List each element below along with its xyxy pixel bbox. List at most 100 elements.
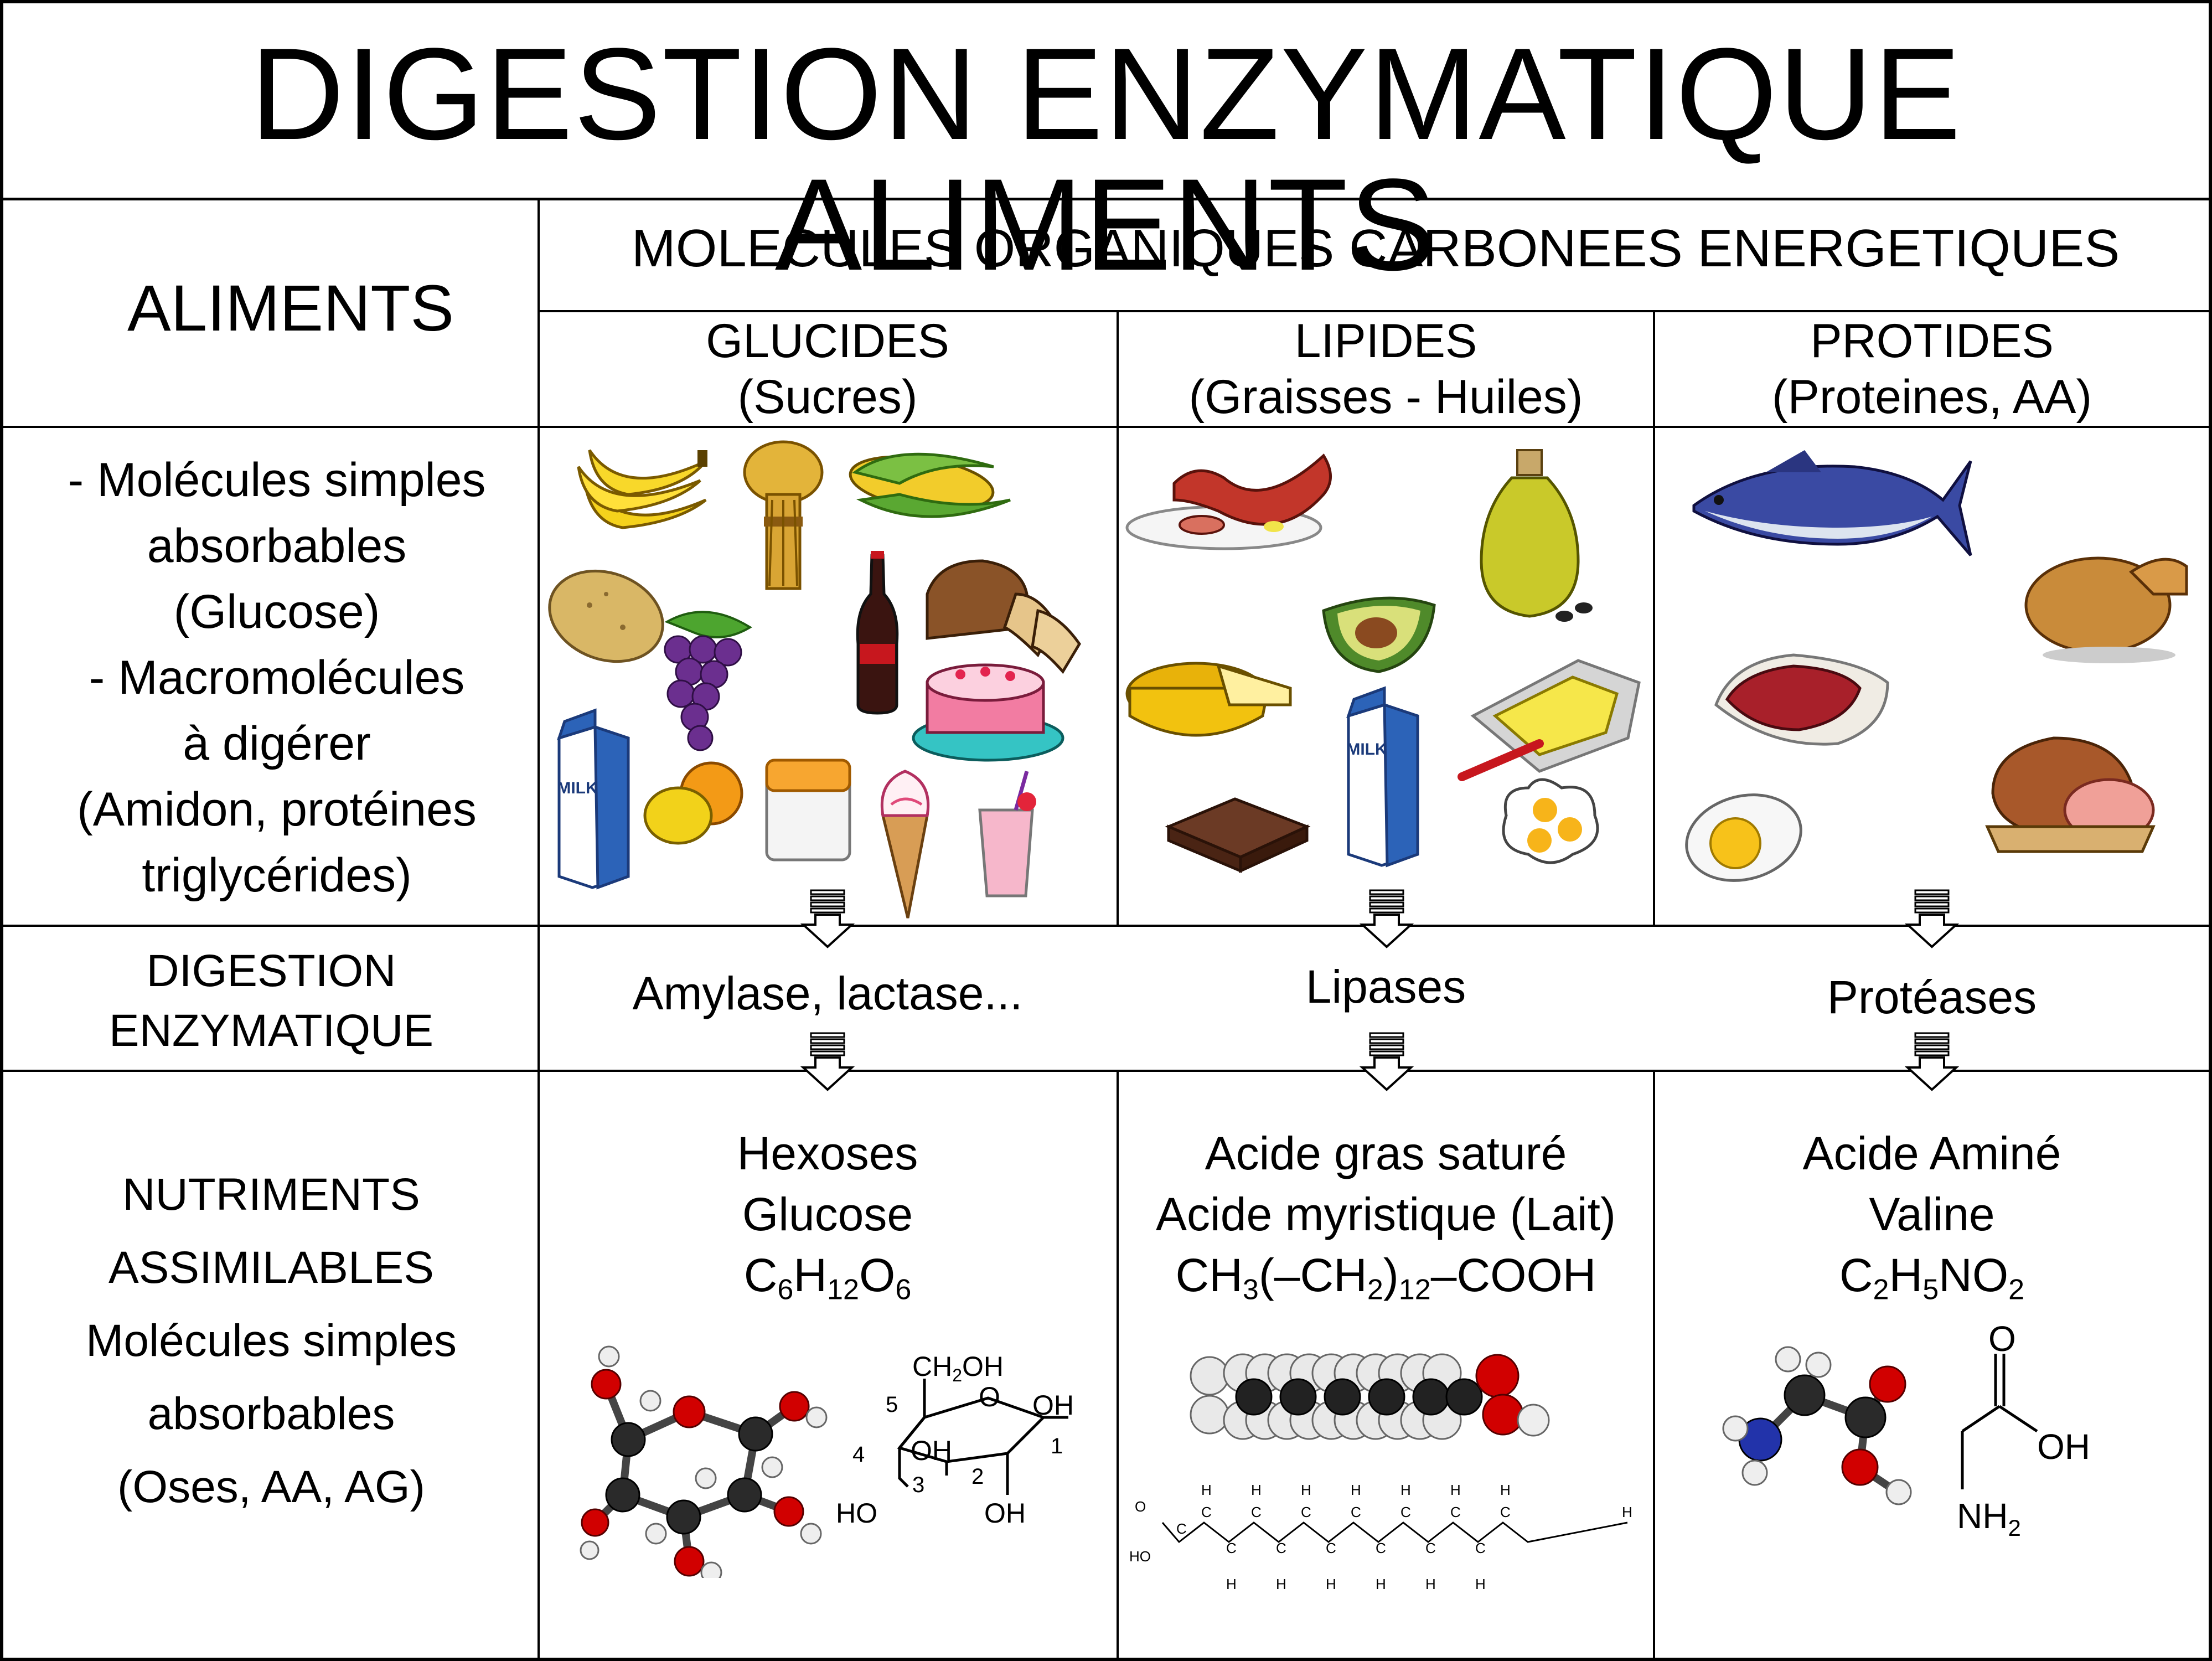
lipides-name: LIPIDES [1294, 314, 1477, 368]
foods-line-1: - Molécules simples [68, 453, 486, 507]
fa-c1: C [1176, 1520, 1187, 1537]
fa-c8: C [1351, 1504, 1361, 1520]
glucides-milk-label: MILK [557, 779, 598, 797]
glucose-oh-4: OH [911, 1435, 952, 1466]
column-header-lipides: LIPIDES (Graisses - Huiles) [1119, 313, 1653, 426]
fa-ho: HO [1129, 1548, 1151, 1565]
lipides-milk-carton-image: MILK [1346, 686, 1419, 868]
fa-c3: C [1226, 1540, 1237, 1556]
milkshake-image [978, 771, 1036, 897]
fa-h-end: H [1622, 1504, 1632, 1520]
fa-c11: C [1425, 1540, 1436, 1556]
glucides-formula: C6H12O6 [743, 1249, 912, 1306]
milk-carton-image: MILK [557, 708, 630, 890]
glucose-ball-model [580, 1345, 828, 1578]
fa-c9: C [1376, 1540, 1386, 1556]
glucose-ring-o: O [979, 1381, 1000, 1412]
nutrients-line-1: NUTRIMENTS [122, 1169, 420, 1220]
protides-sub: (Proteines, AA) [1771, 370, 2092, 424]
bread-image [926, 559, 1081, 674]
corn-image [849, 452, 1011, 518]
cake-image [912, 663, 1064, 762]
glucides-nutrient-line-1: Hexoses [737, 1127, 918, 1179]
border-right [2209, 0, 2212, 1661]
page-title: DIGESTION ENZYMATIQUE ALIMENTS [250, 21, 1962, 298]
fa-c5: C [1276, 1540, 1286, 1556]
divider-col-glucides-lower [1117, 1070, 1119, 1659]
boiled-egg-image [1685, 793, 1802, 882]
amino-o: O [1988, 1323, 2016, 1359]
divider-col-glucides-upper [1117, 310, 1119, 926]
cola-bottle-image [856, 551, 899, 715]
fa-h-bot-6: H [1475, 1576, 1486, 1592]
amino-acid-structure: O OH NH2 [1960, 1323, 2090, 1541]
fa-c10: C [1400, 1504, 1411, 1520]
fa-c4: C [1251, 1504, 1262, 1520]
nutrients-row-label: NUTRIMENTS ASSIMILABLES Molécules simple… [6, 1158, 537, 1524]
glucose-n1: 1 [1051, 1434, 1063, 1458]
fa-h-top-5: H [1400, 1482, 1411, 1498]
roast-chicken-image [2024, 556, 2188, 663]
divider-header [0, 426, 2212, 428]
amino-acid-ball-model [1722, 1346, 1912, 1505]
sugar-jar-image [765, 759, 851, 862]
glucose-structure: CH2OH O OH OH HO OH 5 4 3 2 1 [836, 1351, 1074, 1529]
divider-col-aliments [538, 198, 540, 1659]
column-header-glucides: GLUCIDES (Sucres) [540, 313, 1115, 426]
fa-h-bot-3: H [1326, 1576, 1336, 1592]
fa-h-top-4: H [1351, 1482, 1361, 1498]
butter-image [1458, 659, 1641, 781]
glucose-oh-1: OH [1032, 1390, 1074, 1421]
grapes-image [664, 611, 752, 751]
column-header-protides: PROTIDES (Proteines, AA) [1655, 313, 2209, 426]
lipides-down-arrow-icon-2 [1361, 1032, 1412, 1091]
protides-nutrient: Acide Aminé Valine C2H5NO2 [1655, 1123, 2209, 1306]
digestion-row-label: DIGESTION ENZYMATIQUE [6, 941, 537, 1061]
fa-h-top-3: H [1301, 1482, 1311, 1498]
ham-image [1985, 736, 2156, 853]
fatty-acid-space-model [1190, 1353, 1550, 1440]
fatty-acid-structure: O HO C C C C C C C C C C C C C C H H H H… [1129, 1482, 1632, 1592]
foods-line-6: (Amidon, protéines [77, 783, 477, 836]
border-bottom [0, 1658, 2212, 1661]
amino-oh: OH [2037, 1427, 2090, 1467]
potato-image [548, 569, 664, 663]
divider-digestion [0, 1070, 2212, 1072]
foods-line-5: à digérer [183, 717, 371, 770]
protides-down-arrow-icon-1 [1906, 889, 1957, 948]
nutrients-line-5: (Oses, AA, AG) [117, 1462, 425, 1512]
fa-c7: C [1326, 1540, 1336, 1556]
lipides-formula: CH3(–CH2)12–COOH [1175, 1249, 1596, 1306]
nutrients-line-3: Molécules simples [86, 1316, 457, 1366]
divider-foods [0, 925, 2212, 927]
avocado-image [1322, 596, 1436, 673]
glucides-down-arrow-icon-1 [802, 889, 853, 948]
fried-eggs-image [1502, 778, 1599, 864]
protides-name: PROTIDES [1810, 314, 2054, 368]
molecules-header: MOLECULES ORGANIQUES CARBONEES ENERGETIQ… [631, 219, 2120, 278]
protides-down-arrow-icon-2 [1906, 1032, 1957, 1091]
aliments-header: ALIMENTS [127, 272, 454, 345]
fa-c2: C [1201, 1504, 1212, 1520]
enzyme-lipides: Lipases [1305, 961, 1466, 1013]
border-top [0, 0, 2212, 3]
foods-line-2: absorbables [147, 519, 407, 572]
enzyme-glucides: Amylase, lactase... [632, 967, 1023, 1019]
enzyme-protides: Protéases [1827, 971, 2037, 1023]
divider-col-lipides-upper [1653, 310, 1655, 926]
raw-meat-image [1714, 653, 1889, 746]
protides-formula: C2H5NO2 [1839, 1249, 2025, 1306]
chocolate-image [1165, 797, 1311, 873]
glucides-down-arrow-icon-2 [802, 1032, 853, 1091]
fa-h-top-1: H [1201, 1482, 1212, 1498]
foods-row-label: - Molécules simples absorbables (Glucose… [6, 447, 548, 909]
fa-h-top-7: H [1500, 1482, 1511, 1498]
fa-h-bot-5: H [1425, 1576, 1436, 1592]
protides-nutrient-line-1: Acide Aminé [1802, 1127, 2061, 1179]
bananas-image [577, 449, 707, 529]
glucose-n3: 3 [912, 1473, 924, 1497]
protides-nutrient-line-2: Valine [1869, 1188, 1995, 1240]
divider-molecules [539, 310, 2212, 312]
foods-line-7: triglycérides) [142, 849, 412, 902]
glucides-name: GLUCIDES [706, 314, 949, 368]
